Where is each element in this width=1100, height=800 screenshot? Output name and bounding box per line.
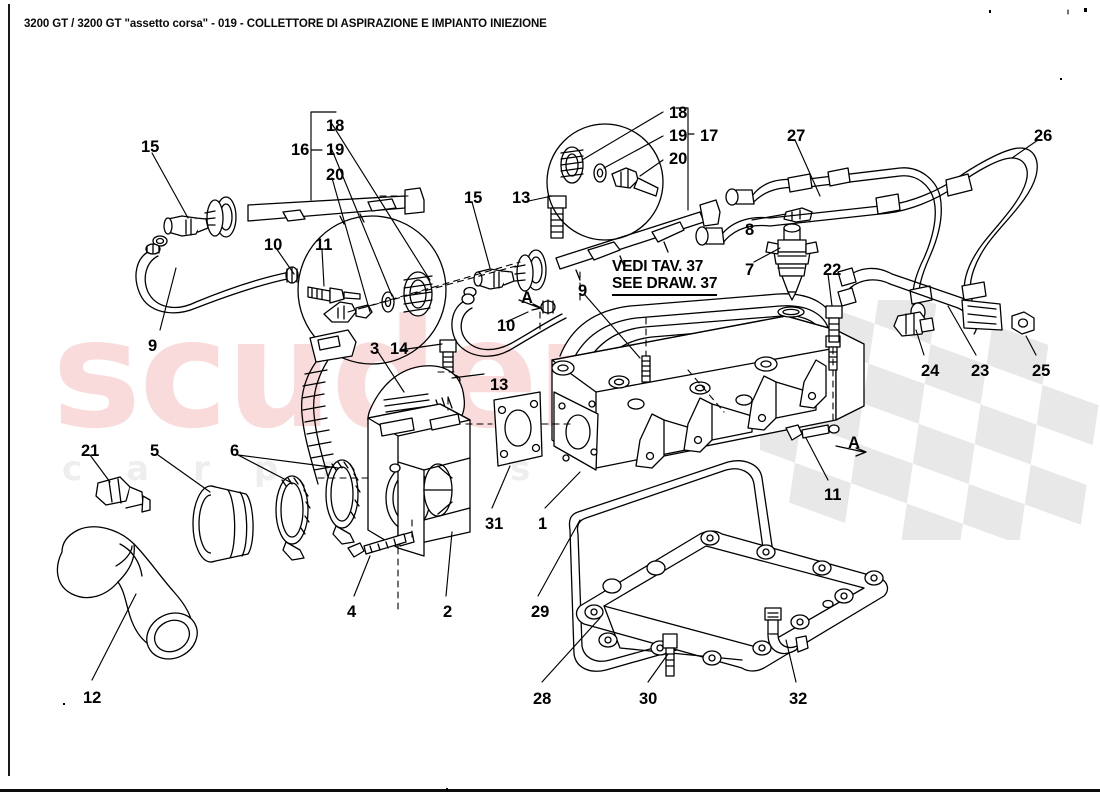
fitting-32 — [764, 607, 809, 655]
page-border-bottom — [0, 789, 1100, 792]
center-fuel-rail — [514, 199, 721, 292]
callout-number-32: 32 — [789, 690, 808, 708]
hose-clamp-6-b — [325, 459, 361, 545]
callout-number-28: 28 — [533, 690, 552, 708]
callout-number-12: 12 — [83, 689, 102, 707]
detail-circle-top — [546, 123, 664, 241]
left-rail-fitting-15 — [152, 215, 209, 247]
sensor-screw-11 — [307, 286, 361, 304]
callout-number-1: 1 — [538, 515, 548, 533]
callout-number-23: 23 — [971, 362, 990, 380]
cross-reference-line-en: SEE DRAW. 37 — [612, 275, 718, 293]
page-title: 3200 GT / 3200 GT "assetto corsa" - 019 … — [24, 18, 547, 30]
scan-specks — [63, 8, 1087, 791]
coolant-sensor-21 — [95, 476, 151, 513]
nut-25 — [1011, 311, 1035, 335]
left-fuel-rail — [204, 187, 425, 238]
callout-number-4: 4 — [347, 603, 357, 621]
callout-number-16: 16 — [291, 141, 310, 159]
center-hose-10 — [451, 293, 567, 357]
callout-number-9: 9 — [148, 337, 158, 355]
section-arrow-marks — [518, 299, 867, 457]
callout-number-3: 3 — [370, 340, 380, 358]
intake-duct-5 — [192, 485, 254, 563]
leader-lines — [89, 107, 1039, 683]
page-border-left — [8, 4, 10, 776]
clamp-24 — [893, 311, 935, 337]
callout-number-29: 29 — [531, 603, 550, 621]
intake-manifold-1 — [551, 293, 865, 471]
section-mark-a-right: A — [848, 434, 860, 452]
callout-number-8: 8 — [745, 221, 755, 239]
callout-number-15: 15 — [141, 138, 160, 156]
cross-reference-line-it: VEDI TAV. 37 — [612, 258, 704, 275]
assembly-dashed-lines — [317, 9, 1069, 611]
callout-number-30: 30 — [639, 690, 658, 708]
wiring-harness — [300, 329, 357, 485]
callout-number-18: 18 — [669, 104, 688, 122]
callout-number-31: 31 — [485, 515, 504, 533]
callout-number-6: 6 — [230, 442, 240, 460]
screw-22 — [825, 305, 843, 343]
callout-number-10: 10 — [264, 236, 283, 254]
detail-circle-left — [297, 215, 447, 365]
callout-number-19: 19 — [669, 127, 688, 145]
callout-number-9: 9 — [578, 282, 588, 300]
callout-number-11: 11 — [824, 486, 842, 504]
callout-number-20: 20 — [669, 150, 688, 168]
cross-reference-note: VEDI TAV. 37 SEE DRAW. 37 — [612, 258, 717, 296]
fuel-pipe-26 — [695, 147, 1038, 320]
callout-number-21: 21 — [81, 442, 100, 460]
callout-number-5: 5 — [150, 442, 160, 460]
hose-clamp-6-a — [275, 475, 311, 561]
fuel-rail-bracket-23 — [837, 267, 1003, 335]
lower-cover-plate-28 — [575, 530, 889, 672]
bolt-13-upper — [547, 195, 567, 239]
callout-number-13: 13 — [490, 376, 509, 394]
flange-gasket-31 — [493, 391, 543, 467]
section-mark-a-left: A — [521, 289, 533, 307]
callout-number-10: 10 — [497, 317, 516, 335]
callout-number-20: 20 — [326, 166, 345, 184]
callout-number-24: 24 — [921, 362, 940, 380]
callout-number-13: 13 — [512, 189, 531, 207]
callout-number-11: 11 — [315, 236, 333, 254]
cross-reference-underline — [612, 293, 718, 296]
callout-number-15: 15 — [464, 189, 483, 207]
air-inlet-pipe-12 — [56, 526, 198, 660]
left-hose-9 — [135, 243, 299, 314]
callout-number-2: 2 — [443, 603, 453, 621]
bolt-30 — [662, 633, 678, 677]
screw-4 — [347, 533, 407, 558]
callout-number-18: 18 — [326, 117, 345, 135]
callout-number-27: 27 — [787, 127, 806, 145]
callout-number-22: 22 — [823, 261, 842, 279]
callout-number-7: 7 — [745, 261, 755, 279]
injector-7 — [765, 223, 819, 318]
callout-number-14: 14 — [390, 340, 409, 358]
callout-number-19: 19 — [326, 141, 345, 159]
callout-number-26: 26 — [1034, 127, 1053, 145]
throttle-body-2 — [367, 403, 471, 557]
stud-11-right — [785, 424, 840, 441]
callout-number-17: 17 — [700, 127, 719, 145]
callout-number-25: 25 — [1032, 362, 1051, 380]
